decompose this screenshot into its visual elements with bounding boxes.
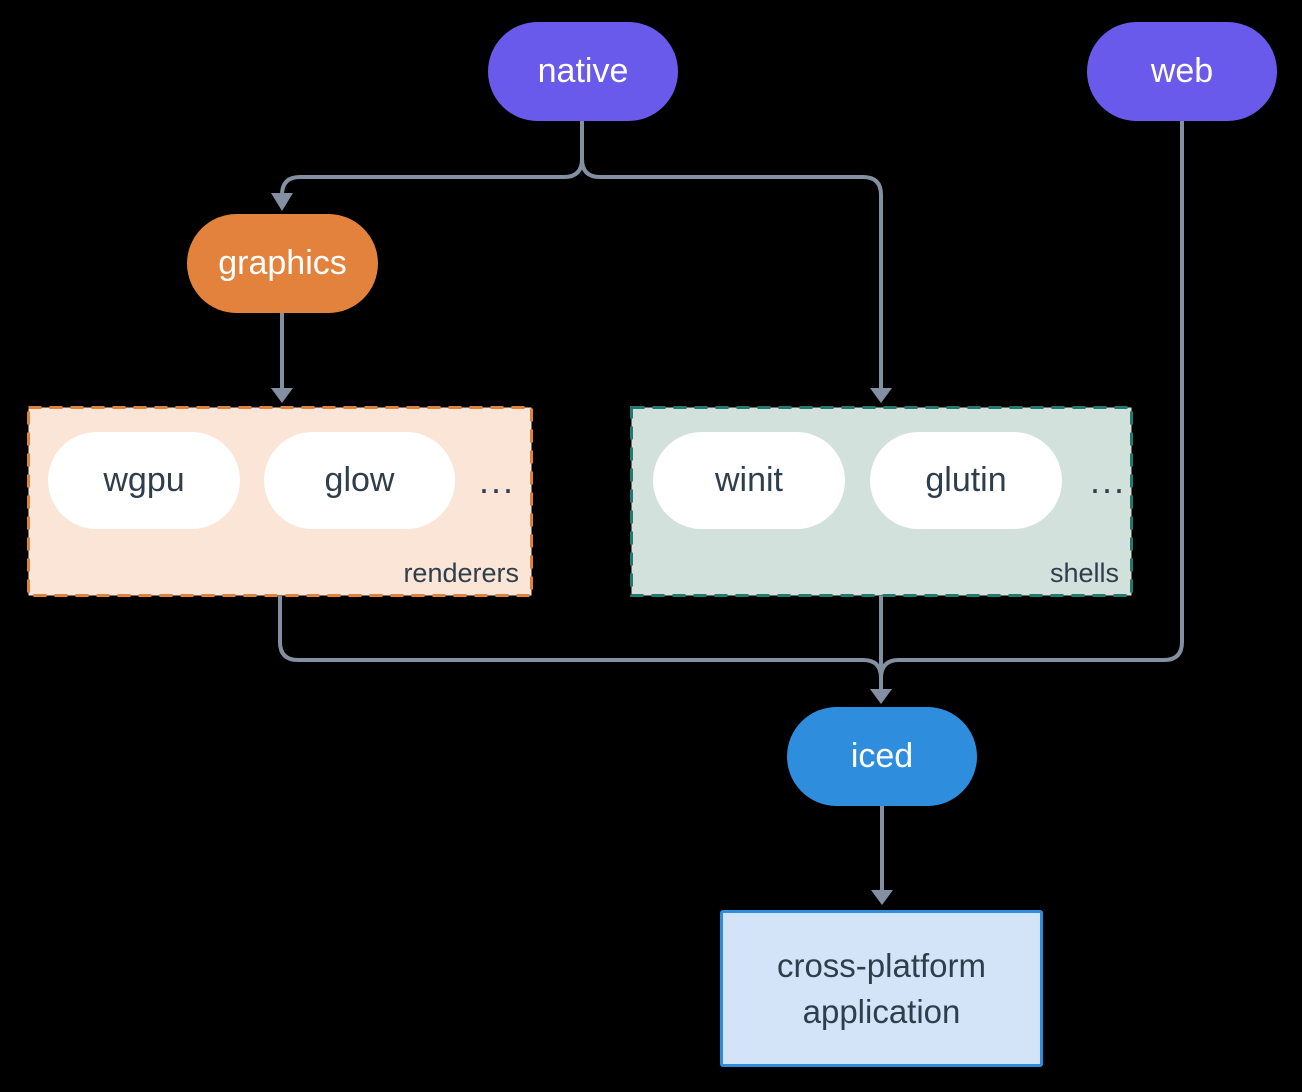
edge-native-shells — [580, 121, 883, 389]
app-label-line1: cross-platform — [776, 946, 987, 984]
arrowhead-app — [871, 890, 893, 905]
node-glow: glow — [264, 432, 455, 529]
node-glutin: glutin — [870, 432, 1062, 529]
edge-web-iced — [879, 121, 1184, 679]
group-shells: winit glutin ... shells — [630, 406, 1133, 597]
renderers-label: renderers — [403, 558, 519, 588]
edge-native-graphics — [280, 121, 584, 197]
node-native: native — [488, 22, 678, 121]
node-wgpu: wgpu — [48, 432, 240, 529]
node-graphics: graphics — [187, 214, 378, 313]
edge-renderers-iced — [278, 596, 883, 679]
app-label-line2: application — [802, 992, 961, 1030]
group-renderers: wgpu glow ... renderers — [27, 406, 533, 597]
arrowhead-shells — [870, 388, 892, 403]
arrowhead-renderers — [271, 388, 293, 403]
shells-ellipsis: ... — [1089, 459, 1126, 501]
node-cross-platform-application: cross-platform application — [720, 910, 1043, 1067]
node-iced: iced — [787, 707, 977, 806]
renderers-ellipsis: ... — [478, 459, 515, 501]
node-web: web — [1087, 22, 1277, 121]
shells-label: shells — [1049, 558, 1119, 588]
node-winit: winit — [653, 432, 845, 529]
arrowhead-graphics — [271, 193, 293, 211]
arrowhead-iced — [870, 689, 892, 704]
